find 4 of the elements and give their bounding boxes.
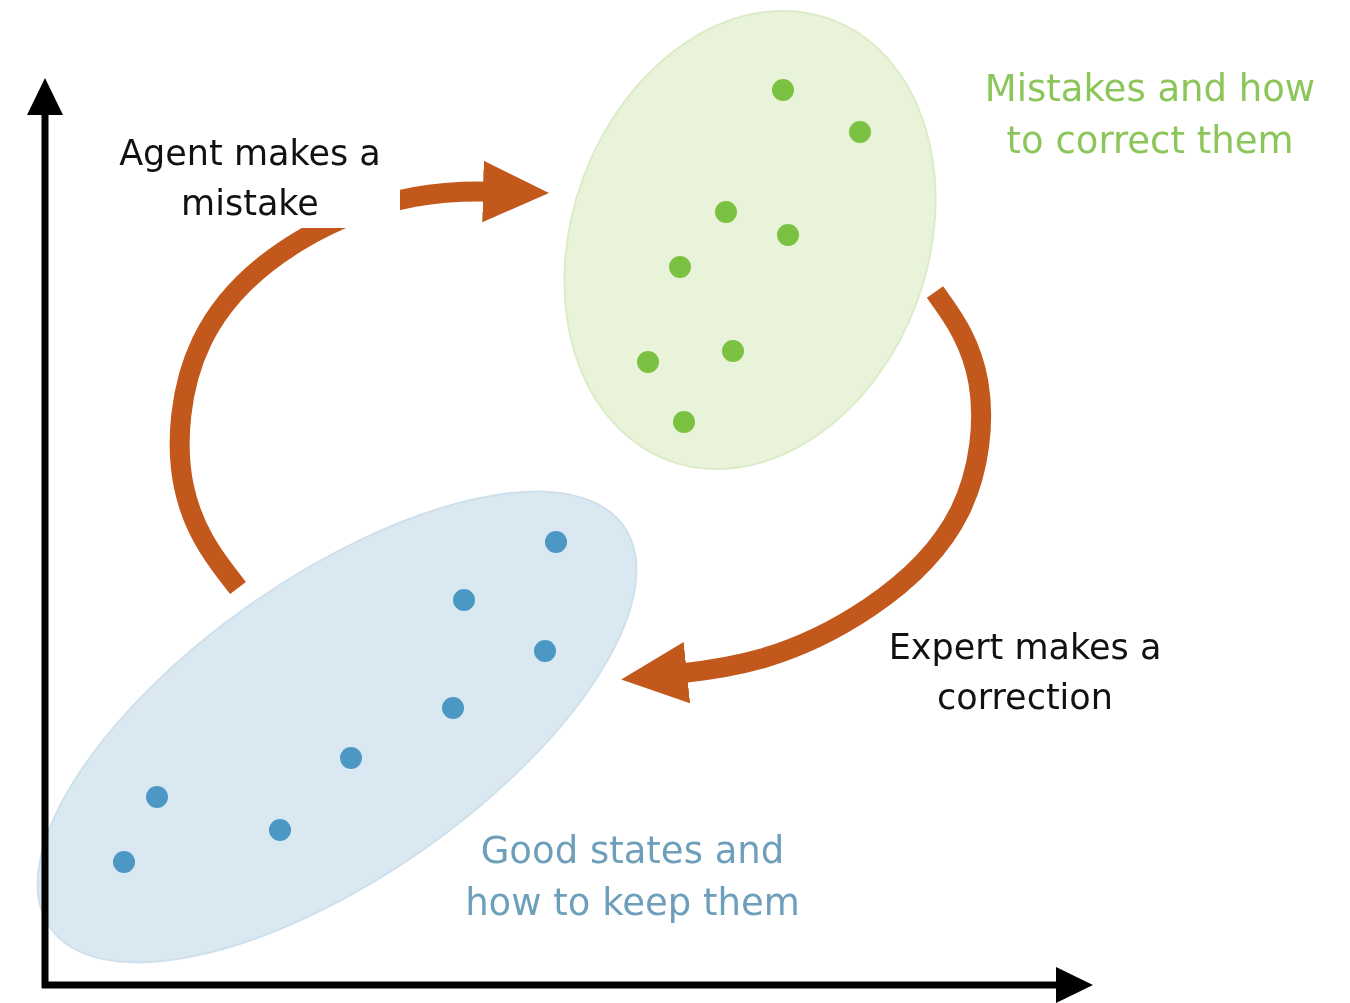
curved-arrow	[169, 160, 549, 595]
cluster-label: Good states and how to keep them	[464, 828, 801, 926]
cluster-label: Mistakes and how to correct them	[983, 66, 1317, 164]
curved-arrow	[621, 286, 992, 704]
